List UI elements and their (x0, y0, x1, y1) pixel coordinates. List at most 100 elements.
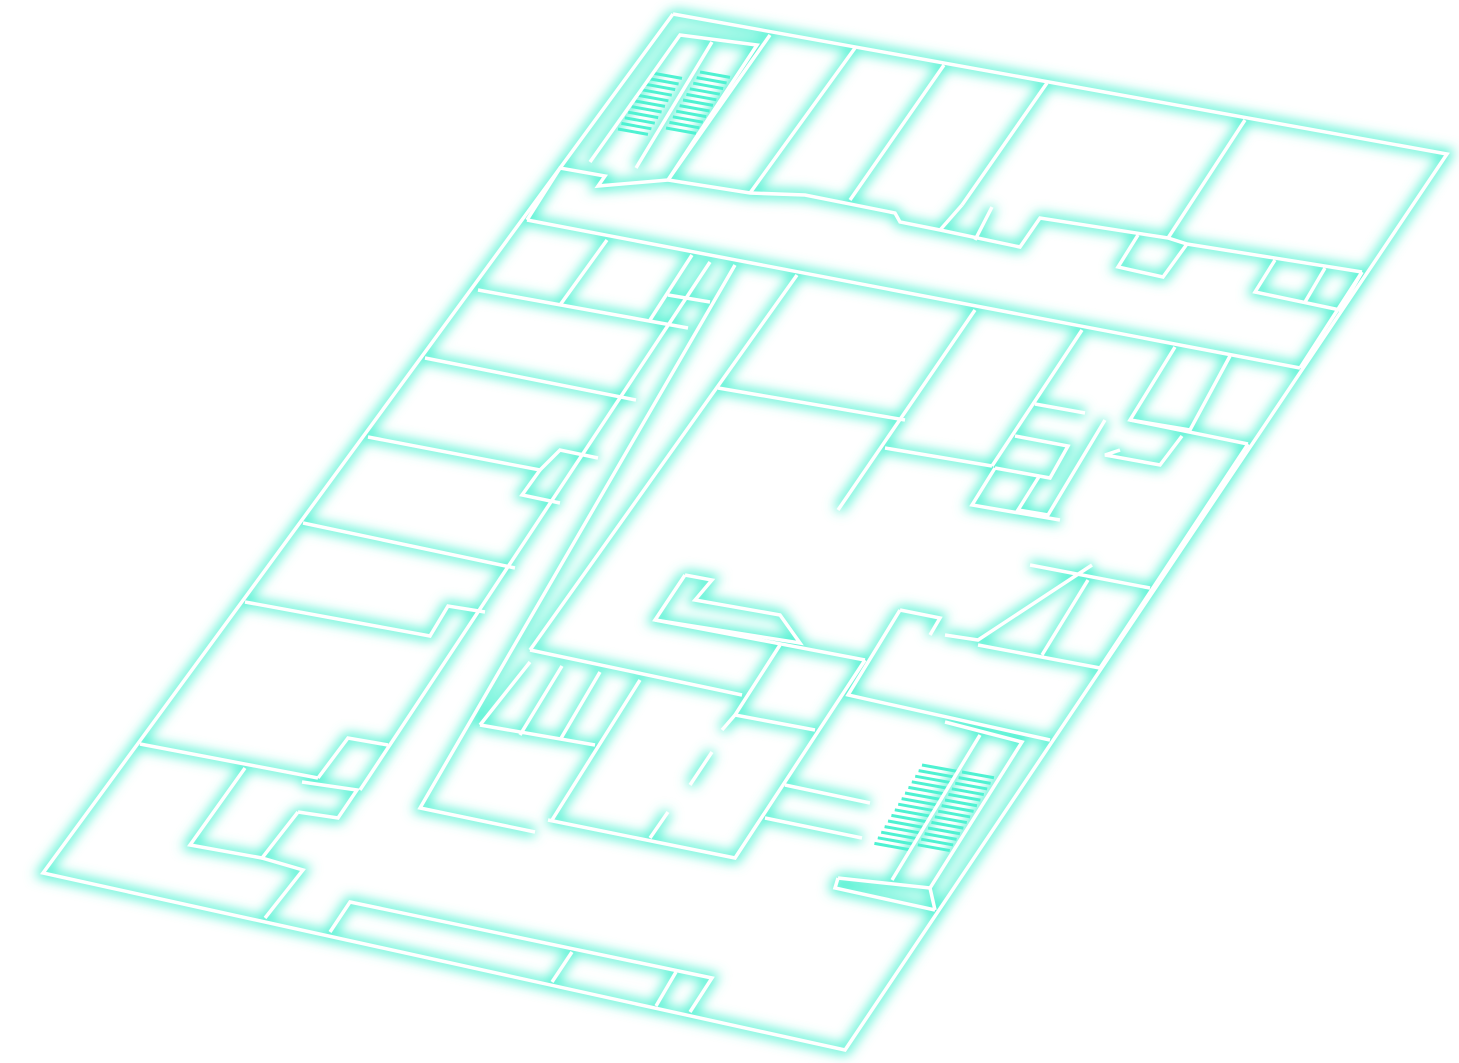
partition (848, 64, 946, 201)
room-wall (367, 435, 599, 472)
room-wall (297, 780, 361, 820)
room-wall (519, 468, 561, 505)
west-corridor-wall-west (358, 261, 712, 791)
room-wall (1040, 579, 1090, 656)
room-wall (1015, 419, 1107, 517)
stair-tread (894, 808, 932, 818)
room-wall (558, 238, 609, 307)
stair-tread (627, 110, 659, 120)
room-wall (424, 356, 637, 402)
stair-tread (917, 843, 951, 853)
room-wall (479, 723, 596, 747)
room-wall (1098, 443, 1250, 669)
stair-tread (948, 792, 981, 802)
room-wall (688, 751, 714, 786)
stair-tread (634, 99, 666, 108)
stair-tread (941, 804, 974, 813)
room-wall (836, 309, 977, 511)
stair-tread (696, 76, 727, 85)
stair-tread (699, 70, 731, 79)
stair-south-enclosure (837, 720, 1025, 890)
partition (1166, 119, 1247, 239)
stair-tread (937, 809, 971, 819)
stair-tread (927, 826, 961, 836)
stair-tread (651, 71, 683, 80)
stair-tread (914, 774, 952, 785)
stair-tread (644, 82, 676, 92)
room-wall (990, 329, 1084, 467)
stair-tread (931, 820, 964, 830)
stair-tread (904, 791, 942, 801)
stair-tread (961, 770, 995, 780)
wall-glow (34, 9, 1456, 1056)
stair-tread (954, 781, 988, 791)
bottom-room-wall (654, 971, 678, 1007)
alcove (938, 203, 964, 232)
stair-tread (641, 88, 673, 97)
alcove (1303, 267, 1327, 303)
stair-tread (638, 93, 669, 103)
stair-tread (920, 837, 954, 847)
stair-tread (908, 785, 945, 796)
room-wall (477, 288, 689, 330)
room-wall (1121, 344, 1235, 436)
stair-tread (617, 127, 649, 136)
alcove (1115, 234, 1189, 279)
room-wall (928, 887, 937, 911)
stair-tread (621, 121, 652, 131)
stair-tread (648, 77, 679, 86)
room-wall (720, 713, 737, 732)
stair-divider (634, 41, 714, 169)
room-wall (845, 609, 1051, 742)
room-wall (648, 254, 694, 321)
room-wall (547, 659, 867, 860)
stair-tread (624, 116, 656, 125)
room-wall (717, 386, 906, 422)
stair-divider (890, 734, 982, 881)
outer-wall (34, 9, 1456, 1056)
stair-tread (880, 830, 918, 841)
outer-wall (40, 12, 1450, 1052)
stair-tread (911, 780, 949, 790)
stair-tread (631, 105, 662, 114)
room-wall (139, 742, 319, 780)
stair-north-enclosure (588, 33, 761, 181)
room-wall (1034, 402, 1086, 415)
stair-tread (897, 802, 935, 813)
stair-tread (944, 798, 978, 808)
stair-tread (901, 797, 938, 807)
room-wall (899, 608, 943, 636)
room-wall (244, 600, 486, 638)
room-wall (181, 765, 263, 863)
stair-tread (951, 787, 985, 797)
stair-tread (958, 776, 991, 785)
bottom-room-wall (328, 900, 715, 1013)
room-wall (1029, 563, 1151, 590)
room-wall (764, 816, 863, 840)
stair-tread (672, 115, 704, 124)
alcove (973, 206, 994, 241)
room-wall (1104, 434, 1184, 467)
west-corridor-wall-east (417, 264, 737, 834)
stair-tread (675, 109, 707, 119)
room-wall (478, 660, 532, 727)
room-wall (944, 563, 1093, 642)
walls (40, 12, 1450, 1052)
stair-tread (689, 87, 721, 96)
room-wall (528, 273, 799, 652)
room-wall (648, 811, 670, 839)
room-wall (550, 679, 642, 821)
room-wall (302, 521, 516, 570)
stair-tread (682, 98, 714, 107)
room-wall (884, 446, 993, 468)
bottom-room-wall (325, 896, 721, 1015)
stair-tread (884, 825, 921, 835)
room-wall (518, 665, 564, 736)
stair-tread (665, 126, 697, 135)
stair-tread (934, 815, 968, 825)
room-wall (667, 293, 711, 304)
stair-tread (891, 813, 928, 824)
bottom-room-wall (550, 951, 574, 983)
top-corridor-north-wall (525, 166, 669, 221)
